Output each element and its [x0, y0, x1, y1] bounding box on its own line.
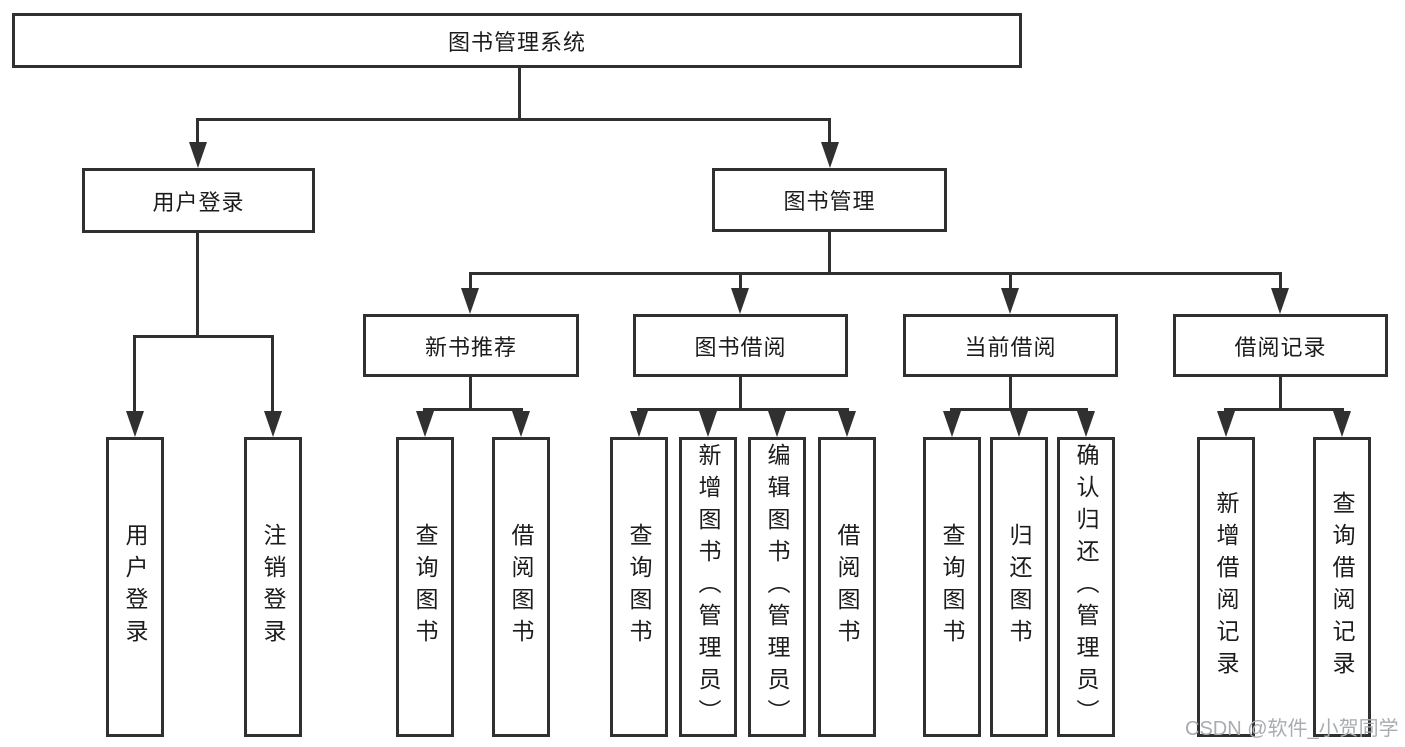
- node-label: 查询图书: [412, 523, 438, 651]
- arrow-down-icon: [264, 411, 282, 437]
- leaf-add-borrow-record: 新增借阅记录: [1197, 437, 1255, 737]
- arrow-down-icon: [1001, 288, 1019, 314]
- connector-line: [739, 377, 742, 411]
- node-label: 查询图书: [626, 523, 652, 651]
- connector-line: [469, 377, 472, 411]
- node-label: 确认归还（管理员）: [1073, 443, 1099, 731]
- arrow-down-icon: [768, 411, 786, 437]
- arrow-down-icon: [943, 411, 961, 437]
- node-label: 借阅图书: [508, 523, 534, 651]
- arrow-down-icon: [699, 411, 717, 437]
- connector-line: [739, 272, 742, 292]
- connector-line: [828, 232, 831, 275]
- arrow-down-icon: [1333, 411, 1351, 437]
- leaf-add-books-admin: 新增图书（管理员）: [679, 437, 737, 737]
- connector-line: [133, 335, 274, 338]
- arrow-down-icon: [126, 411, 144, 437]
- node-new-book-recommend: 新书推荐: [363, 314, 579, 377]
- connector-line: [518, 68, 521, 121]
- leaf-borrow-query-books: 查询图书: [610, 437, 668, 737]
- connector-line: [423, 408, 523, 411]
- node-label: 借阅图书: [834, 523, 860, 651]
- node-label: 新书推荐: [424, 334, 517, 360]
- node-label: 归还图书: [1006, 523, 1032, 651]
- arrow-down-icon: [630, 411, 648, 437]
- node-borrow-records: 借阅记录: [1173, 314, 1388, 377]
- arrow-down-icon: [838, 411, 856, 437]
- arrow-down-icon: [1271, 288, 1289, 314]
- node-label: 借阅记录: [1234, 334, 1327, 360]
- node-label: 用户登录: [152, 189, 245, 215]
- leaf-recommend-borrow-books: 借阅图书: [492, 437, 550, 737]
- connector-line: [271, 335, 274, 415]
- node-label: 查询图书: [939, 523, 965, 651]
- node-label: 查询借阅记录: [1329, 491, 1355, 683]
- node-label: 图书借阅: [694, 334, 787, 360]
- node-book-borrow: 图书借阅: [633, 314, 848, 377]
- node-label: 图书管理系统: [447, 29, 586, 55]
- node-user-login: 用户登录: [82, 168, 315, 233]
- leaf-borrow-books: 借阅图书: [818, 437, 876, 737]
- connector-line: [469, 272, 472, 292]
- connector-line: [196, 233, 199, 338]
- arrow-down-icon: [1077, 411, 1095, 437]
- node-label: 用户登录: [122, 523, 148, 651]
- leaf-query-borrow-record: 查询借阅记录: [1313, 437, 1371, 737]
- arrow-down-icon: [821, 142, 839, 168]
- connector-line: [1224, 408, 1344, 411]
- arrow-down-icon: [1010, 411, 1028, 437]
- arrow-down-icon: [189, 142, 207, 168]
- leaf-return-books: 归还图书: [990, 437, 1048, 737]
- node-book-management: 图书管理: [712, 168, 947, 232]
- node-label: 注销登录: [260, 523, 286, 651]
- leaf-logout: 注销登录: [244, 437, 302, 737]
- leaf-current-query-books: 查询图书: [923, 437, 981, 737]
- connector-line: [196, 118, 831, 121]
- connector-line: [1279, 377, 1282, 411]
- node-current-borrow: 当前借阅: [903, 314, 1118, 377]
- connector-line: [1009, 272, 1012, 292]
- leaf-recommend-query-books: 查询图书: [396, 437, 454, 737]
- arrow-down-icon: [512, 411, 530, 437]
- connector-line: [1009, 377, 1012, 411]
- connector-line: [133, 335, 136, 415]
- csdn-watermark: CSDN @软件_小贺同学: [1185, 718, 1399, 740]
- node-label: 当前借阅: [964, 334, 1057, 360]
- connector-line: [637, 408, 849, 411]
- arrow-down-icon: [416, 411, 434, 437]
- connector-line: [196, 118, 199, 146]
- node-label: 图书管理: [783, 189, 876, 214]
- arrow-down-icon: [1217, 411, 1235, 437]
- leaf-user-login: 用户登录: [106, 437, 164, 737]
- connector-line: [1279, 272, 1282, 292]
- leaf-confirm-return-admin: 确认归还（管理员）: [1057, 437, 1115, 737]
- arrow-down-icon: [731, 288, 749, 314]
- leaf-edit-books-admin: 编辑图书（管理员）: [748, 437, 806, 737]
- node-label: 新增借阅记录: [1213, 491, 1239, 683]
- node-label: 编辑图书（管理员）: [764, 443, 790, 731]
- connector-line: [950, 408, 1088, 411]
- connector-line: [469, 272, 1281, 275]
- arrow-down-icon: [461, 288, 479, 314]
- node-label: 新增图书（管理员）: [695, 443, 721, 731]
- node-library-system: 图书管理系统: [12, 13, 1022, 68]
- connector-line: [828, 118, 831, 146]
